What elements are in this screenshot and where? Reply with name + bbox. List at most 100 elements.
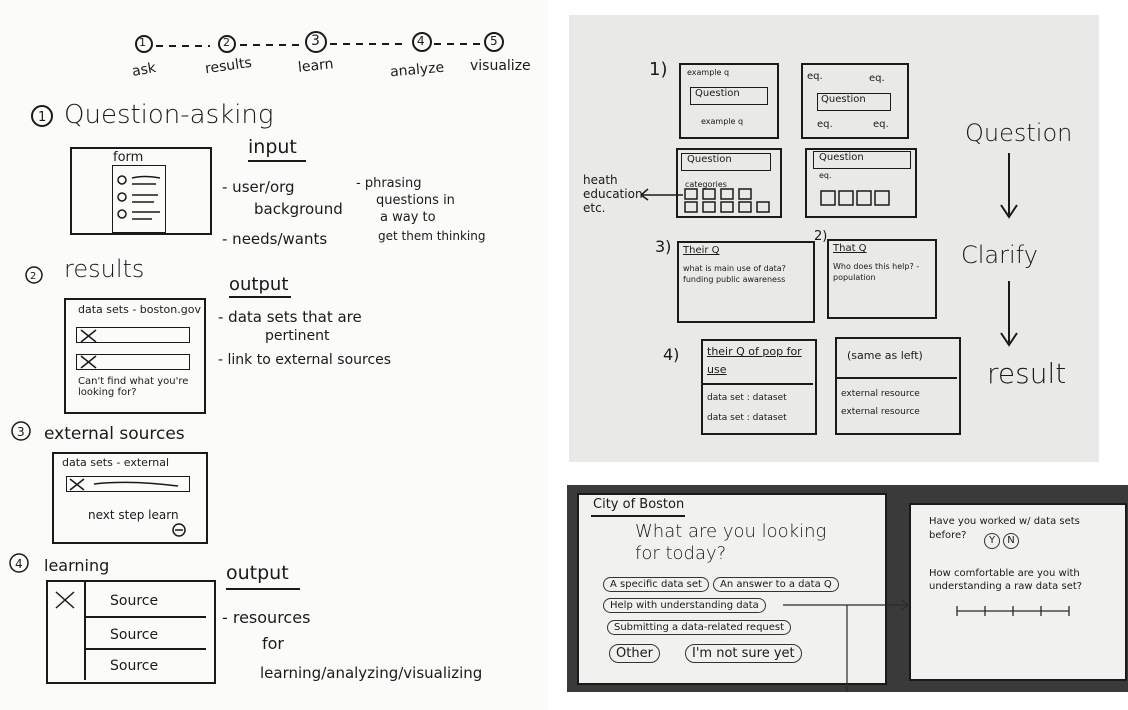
section-4-marker: 4 bbox=[9, 553, 29, 573]
sketch-4-number: 4) bbox=[663, 345, 680, 364]
card-pop bbox=[701, 339, 817, 435]
arrow-left-icon bbox=[640, 188, 683, 201]
external-box-footer: next step learn bbox=[88, 508, 179, 522]
pop-title: their Q of pop for use bbox=[707, 345, 802, 376]
note-a-way-to: a way to bbox=[380, 210, 436, 225]
card-3-sketch bbox=[676, 148, 782, 218]
external-box-sketch bbox=[52, 452, 208, 544]
card-3-question: Question bbox=[687, 154, 732, 165]
card-2-eq-3: eq. bbox=[817, 119, 833, 130]
learning-source-3: Source bbox=[110, 658, 159, 674]
output-underline-2 bbox=[229, 296, 291, 298]
timeline-label-ask: ask bbox=[130, 60, 158, 80]
card-1-question: Question bbox=[695, 88, 740, 99]
pill-not-sure[interactable]: I'm not sure yet bbox=[685, 644, 802, 663]
card-1-example-2: example q bbox=[701, 117, 744, 126]
results-box-footer: Can't find what you're looking for? bbox=[78, 376, 189, 398]
section-3-title: external sources bbox=[44, 424, 185, 444]
checkmark-x-icon bbox=[55, 591, 75, 609]
section-2-title: results bbox=[64, 255, 145, 283]
category-tiles-sketch-2 bbox=[820, 190, 890, 206]
sketch-3-number: 3) bbox=[655, 237, 672, 256]
section-1-marker: 1 bbox=[31, 105, 53, 127]
learning-row-divider-1 bbox=[86, 616, 206, 618]
answer-no[interactable]: N bbox=[1003, 533, 1019, 549]
card-that-q bbox=[827, 239, 937, 319]
card-their-q bbox=[677, 241, 815, 323]
note-get-them-thinking: get them thinking bbox=[378, 229, 486, 243]
results-box-title: data sets - boston.gov bbox=[78, 303, 201, 316]
side-note-heath: heath education etc. bbox=[583, 173, 643, 215]
card-1-example: example q bbox=[687, 68, 730, 77]
connector-arrow bbox=[783, 599, 911, 692]
section-3-marker: 3 bbox=[11, 421, 31, 441]
learning-source-1: Source bbox=[110, 593, 159, 609]
question-comfortable: How comfortable are you with understandi… bbox=[929, 568, 1083, 592]
checkbox-x-icon-2 bbox=[69, 478, 179, 491]
form-sketch bbox=[70, 147, 212, 235]
results-box-sketch bbox=[64, 298, 206, 414]
svg-text:3: 3 bbox=[17, 425, 25, 439]
results-row-2 bbox=[76, 354, 190, 370]
form-label: form bbox=[113, 150, 144, 165]
learning-row-divider-2 bbox=[86, 648, 206, 650]
pill-specific-data-set[interactable]: A specific data set bbox=[603, 577, 709, 592]
card-4-search bbox=[813, 151, 911, 169]
pill-other[interactable]: Other bbox=[609, 644, 660, 663]
output-data-sets: - data sets that are bbox=[218, 308, 362, 326]
timeline-dashes bbox=[135, 31, 504, 53]
pill-answer-data-q[interactable]: An answer to a data Q bbox=[713, 577, 839, 592]
flow-question: Question bbox=[965, 119, 1073, 147]
card-2-sketch bbox=[801, 63, 909, 139]
pill-submitting-request[interactable]: Submitting a data-related request bbox=[607, 620, 792, 635]
external-box-title: data sets - external bbox=[62, 456, 170, 469]
input-user-org: - user/org bbox=[222, 178, 295, 196]
svg-text:1: 1 bbox=[38, 110, 46, 125]
input-background: background bbox=[254, 200, 343, 218]
card-2-question: Question bbox=[821, 94, 866, 105]
timeline-label-learn: learn bbox=[297, 56, 335, 76]
sketch-screen-2 bbox=[909, 503, 1127, 681]
output-pertinent: pertinent bbox=[265, 328, 330, 344]
output-heading-4: output bbox=[226, 562, 289, 584]
card-same-as-left bbox=[835, 337, 961, 435]
their-q-text: what is main use of data? funding public… bbox=[683, 264, 786, 284]
learning-table-divider bbox=[84, 582, 86, 680]
output-for: for bbox=[262, 634, 284, 653]
card-2-search bbox=[817, 93, 891, 111]
timeline-label-analyze: analyze bbox=[389, 59, 445, 81]
svg-text:4: 4 bbox=[15, 557, 23, 571]
ext-resource-1: external resource bbox=[841, 389, 920, 399]
timeline-num-3: 3 bbox=[311, 33, 320, 49]
note-phrasing: - phrasing bbox=[356, 176, 422, 191]
same-as-left: (same as left) bbox=[847, 349, 923, 362]
timeline-label-visualize: visualize bbox=[470, 58, 531, 74]
top-right-whiteboard-photo: 1) example q Question example q eq. eq. … bbox=[569, 15, 1099, 462]
section-4-title: learning bbox=[44, 556, 110, 575]
learning-source-2: Source bbox=[110, 627, 159, 643]
timeline-num-5: 5 bbox=[490, 34, 498, 48]
arrow-down-icon-2 bbox=[1000, 281, 1018, 347]
card-4-sketch bbox=[805, 148, 917, 218]
input-heading: input bbox=[248, 136, 297, 158]
timeline-num-4: 4 bbox=[417, 34, 425, 48]
left-whiteboard-photo: 1 2 3 4 5 ask results learn analyze visu… bbox=[0, 0, 548, 710]
sketch-2-number: 2) bbox=[814, 229, 828, 244]
output-link-external: - link to external sources bbox=[218, 352, 392, 368]
headline: What are you looking for today? bbox=[635, 521, 827, 564]
svg-text:2: 2 bbox=[30, 271, 36, 282]
arrow-down-icon bbox=[1000, 153, 1018, 219]
arrow-circle-icon bbox=[172, 523, 186, 537]
input-underline bbox=[248, 160, 306, 162]
learning-table-sketch bbox=[46, 580, 216, 684]
pill-help-understanding[interactable]: Help with understanding data bbox=[603, 598, 766, 613]
flow-result: result bbox=[987, 357, 1067, 390]
pop-dataset-2: data set : dataset bbox=[707, 413, 787, 423]
form-lines-sketch bbox=[117, 175, 161, 220]
that-q-text: Who does this help? - population bbox=[833, 262, 920, 282]
card-2-eq-4: eq. bbox=[873, 119, 889, 130]
comfort-slider[interactable] bbox=[953, 603, 1073, 619]
question-worked-data: Have you worked w/ data sets before? bbox=[929, 516, 1080, 541]
answer-yes[interactable]: Y bbox=[984, 533, 1000, 549]
note-questions-in: questions in bbox=[376, 193, 455, 208]
